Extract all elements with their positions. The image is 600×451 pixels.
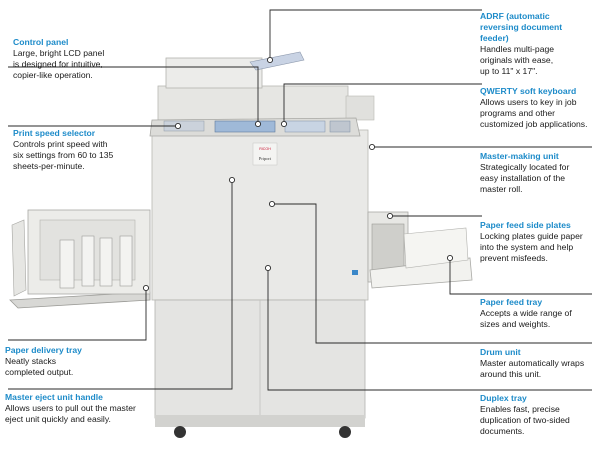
callout-desc: Allows users to pull out the master ejec… (5, 403, 136, 424)
callout-title: Control panel (13, 37, 69, 47)
leader-duplex (267, 268, 592, 391)
callout-title: Paper feed side plates (480, 220, 571, 230)
callout-master-eject: Master eject unit handle Allows users to… (5, 392, 205, 425)
leader-control-panel (8, 66, 259, 124)
callout-adrf: ADRF (automatic reversing document feede… (480, 11, 598, 77)
callout-title: Paper delivery tray (5, 345, 82, 355)
leader-dots (142, 56, 454, 292)
callout-desc: Locking plates guide paper into the syst… (480, 231, 583, 263)
callout-control-panel: Control panel Large, bright LCD panel is… (13, 37, 173, 81)
callout-title: Duplex tray (480, 393, 527, 403)
callout-print-speed: Print speed selector Controls print spee… (13, 128, 173, 172)
callout-desc: Large, bright LCD panel is designed for … (13, 48, 105, 80)
callout-desc: Strategically located for easy installat… (480, 162, 570, 194)
callout-desc: Neatly stacks completed output. (5, 356, 74, 377)
callout-title: Drum unit (480, 347, 521, 357)
callout-feed-tray: Paper feed tray Accepts a wide range of … (480, 297, 598, 330)
callout-desc: Accepts a wide range of sizes and weight… (480, 308, 572, 329)
leader-drum (272, 203, 592, 344)
leader-qwerty (283, 83, 482, 124)
callout-desc: Enables fast, precise duplication of two… (480, 404, 570, 436)
paper-feed-tray-art (352, 211, 473, 289)
callout-title: QWERTY soft keyboard (480, 86, 577, 96)
callout-title: ADRF (automatic reversing document feede… (480, 11, 563, 43)
callout-title: Print speed selector (13, 128, 96, 138)
callout-title: Master eject unit handle (5, 392, 103, 402)
main-body-art: RICOH Priport (149, 51, 375, 438)
brand-text: RICOH (259, 147, 271, 151)
callout-paper-delivery: Paper delivery tray Neatly stacks comple… (5, 345, 145, 378)
leader-paper-delivery (8, 288, 147, 341)
callout-master-making: Master-making unit Strategically located… (480, 151, 598, 195)
callout-drum: Drum unit Master automatically wraps aro… (480, 347, 598, 380)
callout-desc: Handles multi-page originals with ease, … (480, 44, 555, 76)
callout-title: Paper feed tray (480, 297, 543, 307)
callout-desc: Controls print speed with six settings f… (13, 139, 114, 171)
leader-feed-tray (449, 258, 592, 295)
paper-delivery-tray-art (9, 209, 151, 309)
callout-desc: Master automatically wraps around this u… (480, 358, 585, 379)
callout-title: Master-making unit (480, 151, 559, 161)
callout-desc: Allows users to key in job programs and … (480, 97, 588, 129)
leader-lines (8, 9, 592, 391)
leader-adrf (269, 9, 482, 60)
callout-qwerty: QWERTY soft keyboard Allows users to key… (480, 86, 598, 130)
model-text: Priport (259, 156, 272, 161)
callout-side-plates: Paper feed side plates Locking plates gu… (480, 220, 598, 264)
callout-duplex: Duplex tray Enables fast, precise duplic… (480, 393, 598, 437)
leader-master-eject (8, 180, 233, 390)
